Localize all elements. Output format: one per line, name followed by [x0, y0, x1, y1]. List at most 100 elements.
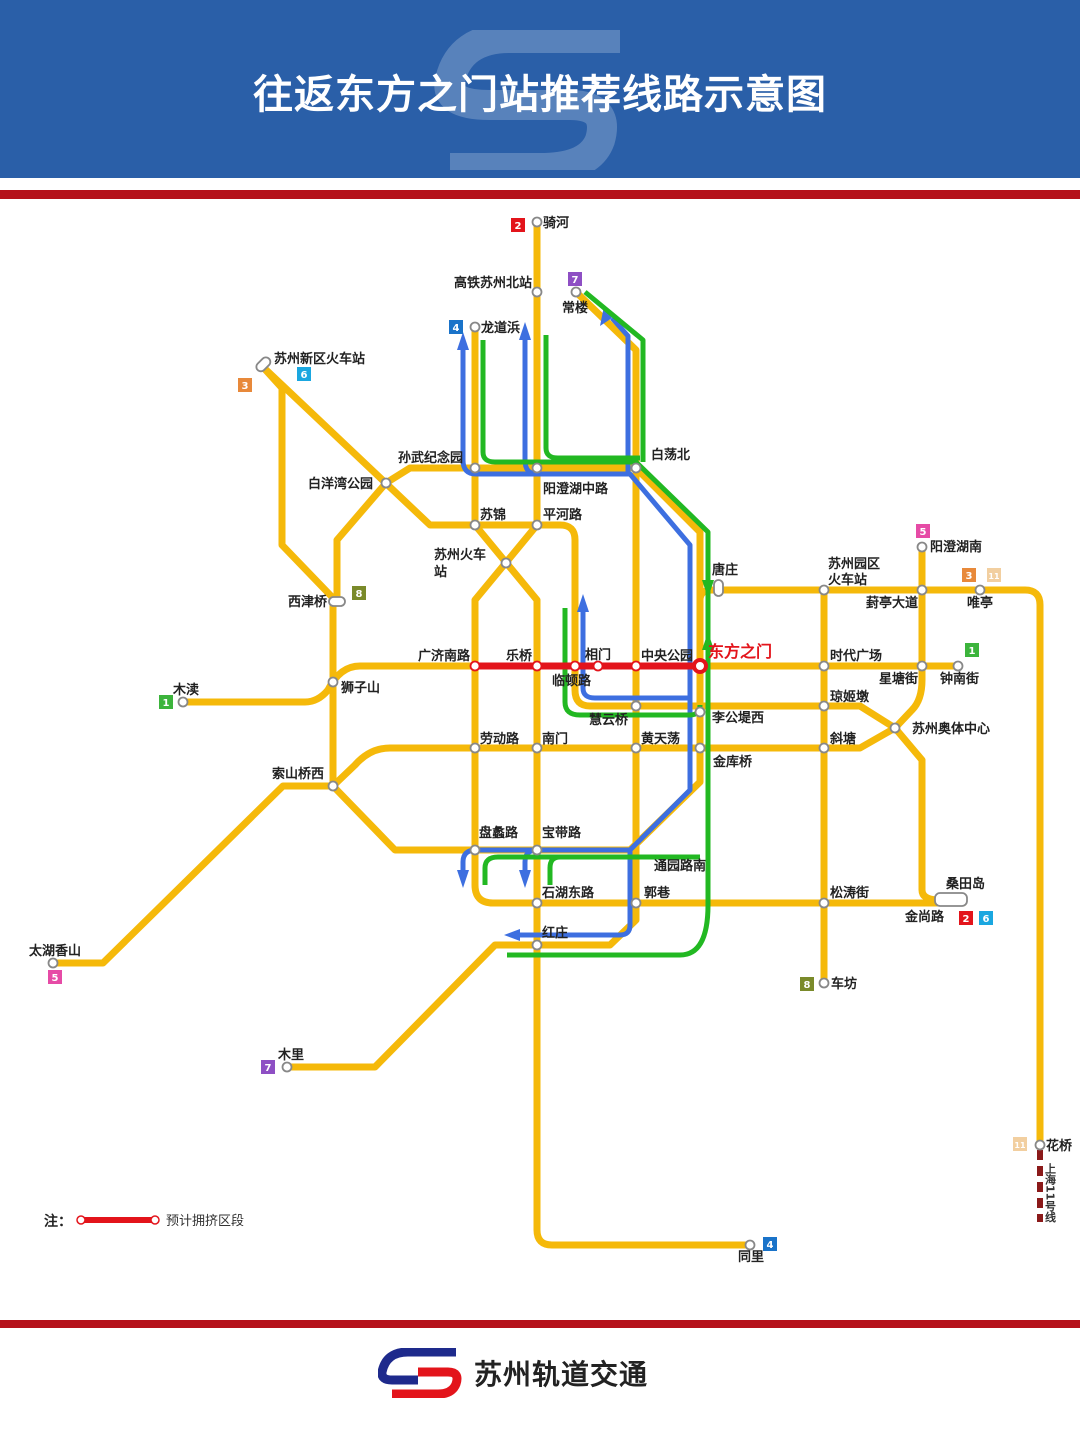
- arrow-down-icon: [519, 870, 531, 888]
- line-badge-label: 4: [453, 323, 460, 334]
- station-node[interactable]: [255, 356, 273, 374]
- station-label: 骑河: [543, 215, 569, 231]
- line-badge-7: 7: [261, 1060, 275, 1074]
- station-label: 苏州新区火车站: [274, 351, 365, 367]
- station-node[interactable]: [531, 286, 543, 298]
- station-node[interactable]: [974, 584, 986, 596]
- station-node[interactable]: [469, 519, 481, 531]
- station-node[interactable]: [630, 742, 642, 754]
- station-node[interactable]: [500, 557, 512, 569]
- station-node[interactable]: [531, 742, 543, 754]
- station-node[interactable]: [694, 742, 706, 754]
- line-badge-label: 6: [983, 914, 990, 925]
- arrow-up-icon: [519, 322, 531, 340]
- station-node[interactable]: [380, 477, 392, 489]
- station-node[interactable]: [694, 706, 706, 718]
- station-node[interactable]: [569, 660, 581, 672]
- station-node[interactable]: [818, 660, 830, 672]
- line-badge-4: 4: [449, 320, 463, 334]
- station-node[interactable]: [818, 742, 830, 754]
- line-badge-bg: [297, 367, 311, 381]
- station-node[interactable]: [469, 844, 481, 856]
- station-node[interactable]: [469, 742, 481, 754]
- station-node[interactable]: [531, 897, 543, 909]
- station-node[interactable]: [469, 462, 481, 474]
- station-node[interactable]: [592, 660, 604, 672]
- station-node[interactable]: [177, 696, 189, 708]
- station-node[interactable]: [328, 596, 346, 607]
- top-divider: [0, 190, 1080, 199]
- station-nodes: [47, 216, 1046, 1251]
- arrow-up-icon: [702, 632, 714, 650]
- station-node[interactable]: [469, 321, 481, 333]
- station-label: 火车站: [828, 572, 867, 588]
- line-badge-bg: [763, 1237, 777, 1251]
- station-node[interactable]: [327, 780, 339, 792]
- station-node[interactable]: [531, 462, 543, 474]
- line-badge-11: 11: [1013, 1137, 1027, 1151]
- station-node[interactable]: [916, 541, 928, 553]
- line-badge-8: 8: [800, 977, 814, 991]
- line-segment: [333, 464, 704, 605]
- station-node[interactable]: [934, 892, 968, 907]
- station-label: 斜塘: [829, 731, 856, 747]
- line-badge-label: 7: [572, 275, 579, 286]
- station-node[interactable]: [281, 1061, 293, 1073]
- station-node[interactable]: [531, 660, 543, 672]
- line-badge-6: 6: [979, 911, 993, 925]
- line-badge-label: 3: [242, 381, 249, 392]
- station-node[interactable]: [818, 897, 830, 909]
- station-label: 唯亭: [967, 595, 993, 611]
- station-node[interactable]: [916, 660, 928, 672]
- line-badge-bg: [159, 695, 173, 709]
- station-label: 苏州园区: [828, 556, 880, 572]
- line-badge-8: 8: [352, 586, 366, 600]
- station-node[interactable]: [916, 584, 928, 596]
- station-node[interactable]: [531, 939, 543, 951]
- station-label: 苏州奥体中心: [912, 721, 990, 737]
- line-segment: [471, 323, 754, 1249]
- station-node[interactable]: [630, 897, 642, 909]
- station-node[interactable]: [469, 660, 481, 672]
- station-label: 琼姬墩: [830, 689, 870, 705]
- station-node[interactable]: [630, 660, 642, 672]
- station-label: 孙武纪念园: [398, 450, 463, 466]
- station-node-dongfangzhimen[interactable]: [692, 658, 708, 674]
- station-label: 金库桥: [712, 754, 753, 770]
- line-badge-bg: [352, 586, 366, 600]
- line-badge-label: 1: [163, 698, 170, 709]
- line-badge-bg: [238, 378, 252, 392]
- line-badge-5: 5: [916, 524, 930, 538]
- station-node[interactable]: [531, 844, 543, 856]
- station-node[interactable]: [327, 676, 339, 688]
- station-label: 白洋湾公园: [308, 476, 373, 492]
- legend: 注： 预计拥挤区段: [44, 1213, 244, 1230]
- green-route: [480, 290, 711, 958]
- line-segment: [49, 543, 926, 967]
- station-node[interactable]: [1034, 1139, 1046, 1151]
- line-badge-4: 4: [763, 1237, 777, 1251]
- station-label: 劳动路: [480, 731, 520, 747]
- station-node[interactable]: [818, 977, 830, 989]
- line-badge-6: 6: [297, 367, 311, 381]
- station-node[interactable]: [531, 519, 543, 531]
- station-node[interactable]: [744, 1239, 756, 1251]
- station-node[interactable]: [952, 660, 964, 672]
- station-node[interactable]: [713, 579, 724, 597]
- arrow-up-icon: [600, 306, 612, 326]
- line-badge-label: 11: [1014, 1141, 1026, 1150]
- station-label-dongfangzhimen: 东方之门: [708, 642, 772, 661]
- legend-prefix: 注：: [44, 1213, 72, 1230]
- station-node[interactable]: [889, 722, 901, 734]
- station-node[interactable]: [818, 700, 830, 712]
- station-node[interactable]: [531, 216, 543, 228]
- station-node[interactable]: [47, 957, 59, 969]
- station-node[interactable]: [630, 462, 642, 474]
- station-node[interactable]: [570, 286, 582, 298]
- arrow-down-icon: [702, 580, 714, 598]
- line-badge-label: 4: [767, 1240, 774, 1251]
- station-node[interactable]: [818, 584, 830, 596]
- station-node[interactable]: [630, 700, 642, 712]
- station-label: 阳澄湖中路: [543, 481, 609, 497]
